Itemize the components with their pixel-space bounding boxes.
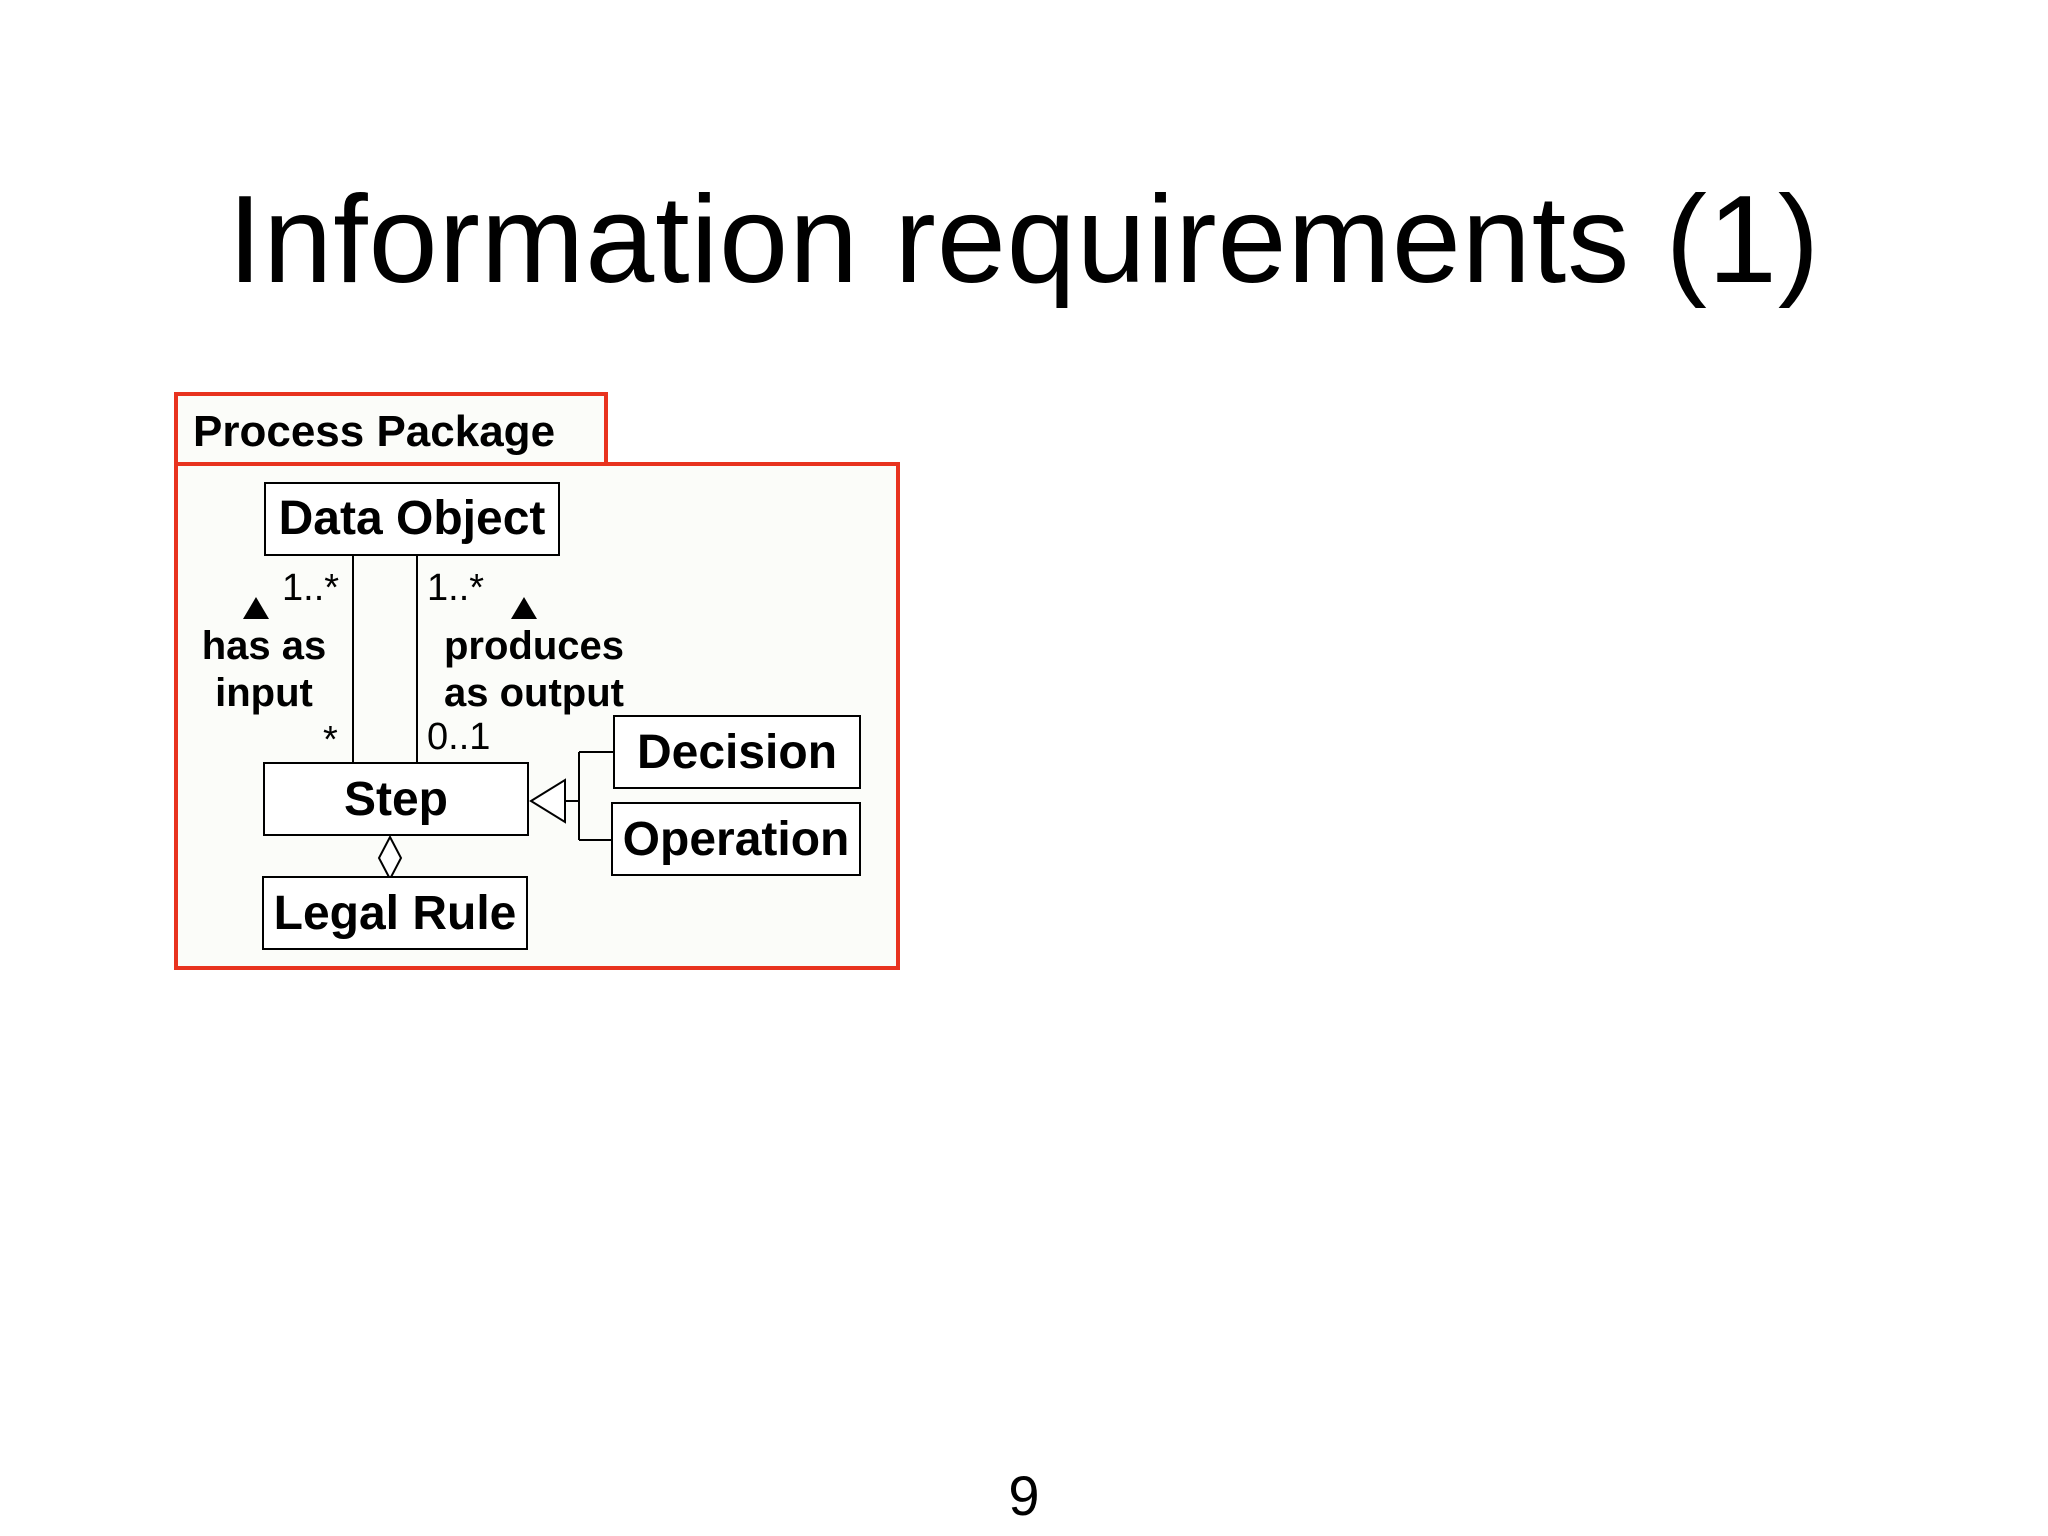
package-tab [174,392,608,466]
direction-arrow-input-icon [243,597,269,619]
class-decision-label: Decision [637,726,837,779]
class-legal-rule [262,876,528,950]
association-name-input-line1: has as [202,624,327,668]
mult-output-data-object: 1..* [427,567,484,609]
association-name-output-line1: produces [444,624,624,668]
class-step [263,762,529,836]
package-label: Process Package [193,407,555,456]
class-data-object-label: Data Object [279,492,546,545]
class-decision [613,715,861,789]
class-operation [611,802,861,876]
slide-title: Information requirements (1) [227,171,1821,309]
mult-input-data-object: 1..* [282,567,339,609]
mult-input-step: * [323,719,338,761]
class-step-label: Step [344,773,448,826]
page-number: 9 [1008,1464,1040,1527]
class-data-object [264,482,560,556]
mult-output-step: 0..1 [427,716,490,758]
direction-arrow-output-icon [511,597,537,619]
class-legal-rule-label: Legal Rule [274,887,517,940]
association-name-output-line2: as output [444,671,624,715]
class-operation-label: Operation [623,813,850,866]
association-name-input-line2: input [215,671,313,715]
